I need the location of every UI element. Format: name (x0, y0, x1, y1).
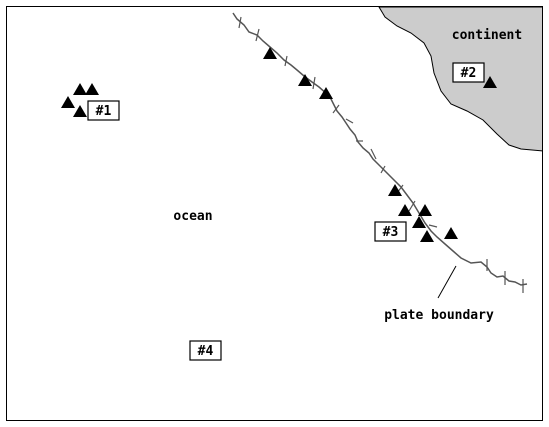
map-svg: #1 #2 #3 #4 continent ocean plate bounda… (61, 7, 542, 361)
volcano-icon (420, 230, 434, 242)
volcano-icon (398, 204, 412, 216)
svg-text:#1: #1 (96, 104, 112, 119)
volcano-icon (412, 216, 426, 228)
volcano-icon (73, 105, 87, 117)
volcano-icon (418, 204, 432, 216)
volcano-icon (85, 83, 99, 95)
ocean-label: ocean (173, 209, 212, 224)
volcano-icon (61, 96, 75, 108)
plate-boundary-line (232, 12, 528, 286)
site-3-label: #3 (374, 221, 407, 242)
plate-boundary-pointer (437, 265, 457, 299)
volcano-icon (73, 83, 87, 95)
site-2-label: #2 (452, 62, 485, 83)
volcano-icon (298, 74, 312, 86)
volcano-icon (444, 227, 458, 239)
map-frame: #1 #2 #3 #4 continent ocean plate bounda… (6, 6, 543, 421)
site-1-label: #1 (87, 100, 120, 121)
svg-text:#4: #4 (198, 344, 214, 359)
continent-label: continent (452, 28, 522, 43)
site-4-label: #4 (189, 340, 222, 361)
svg-text:#3: #3 (383, 225, 399, 240)
volcano-icon (483, 76, 497, 88)
volcano-icon (319, 87, 333, 99)
volcano-icon (263, 47, 277, 59)
plate-boundary-label: plate boundary (384, 308, 494, 323)
volcano-markers (61, 47, 497, 242)
volcano-icon (388, 184, 402, 196)
svg-text:#2: #2 (461, 66, 477, 81)
